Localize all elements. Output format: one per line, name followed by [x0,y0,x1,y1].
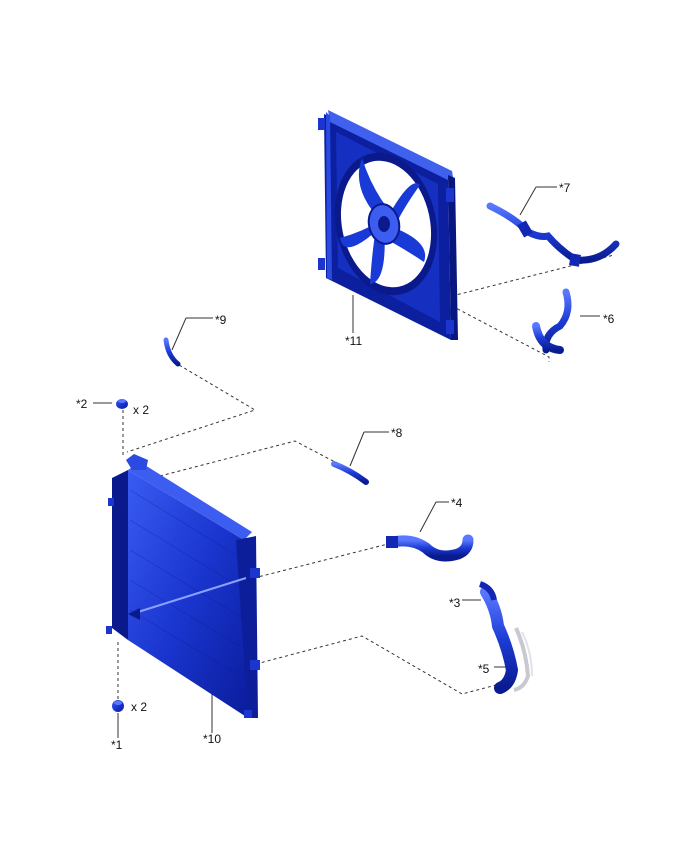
callout-9: *9 [215,313,227,327]
fan-shroud-assembly [318,110,458,340]
hose-8 [331,461,369,485]
callout-leaders [93,186,600,738]
cushion-2 [116,399,128,409]
cushion-1 [112,700,124,712]
callout-3: *3 [449,596,461,610]
callout-8: *8 [391,426,403,440]
callout-10: *10 [203,732,222,746]
callout-11: *11 [345,334,363,348]
callout-1: *1 [111,738,123,752]
hose-4 [386,534,474,562]
radiator [106,454,260,718]
callout-7: *7 [559,181,571,195]
callout-6: *6 [603,312,615,326]
quantity-cushion-2: x 2 [133,403,150,417]
hose-3 [478,581,519,694]
hose-9 [163,337,181,367]
callout-5: *5 [478,662,490,676]
callout-4: *4 [451,496,463,510]
hose-6 [532,288,572,354]
quantity-cushion-1: x 2 [131,700,148,714]
hose-7 [486,202,620,267]
clamp-5 [513,627,533,692]
callout-2: *2 [76,397,88,411]
